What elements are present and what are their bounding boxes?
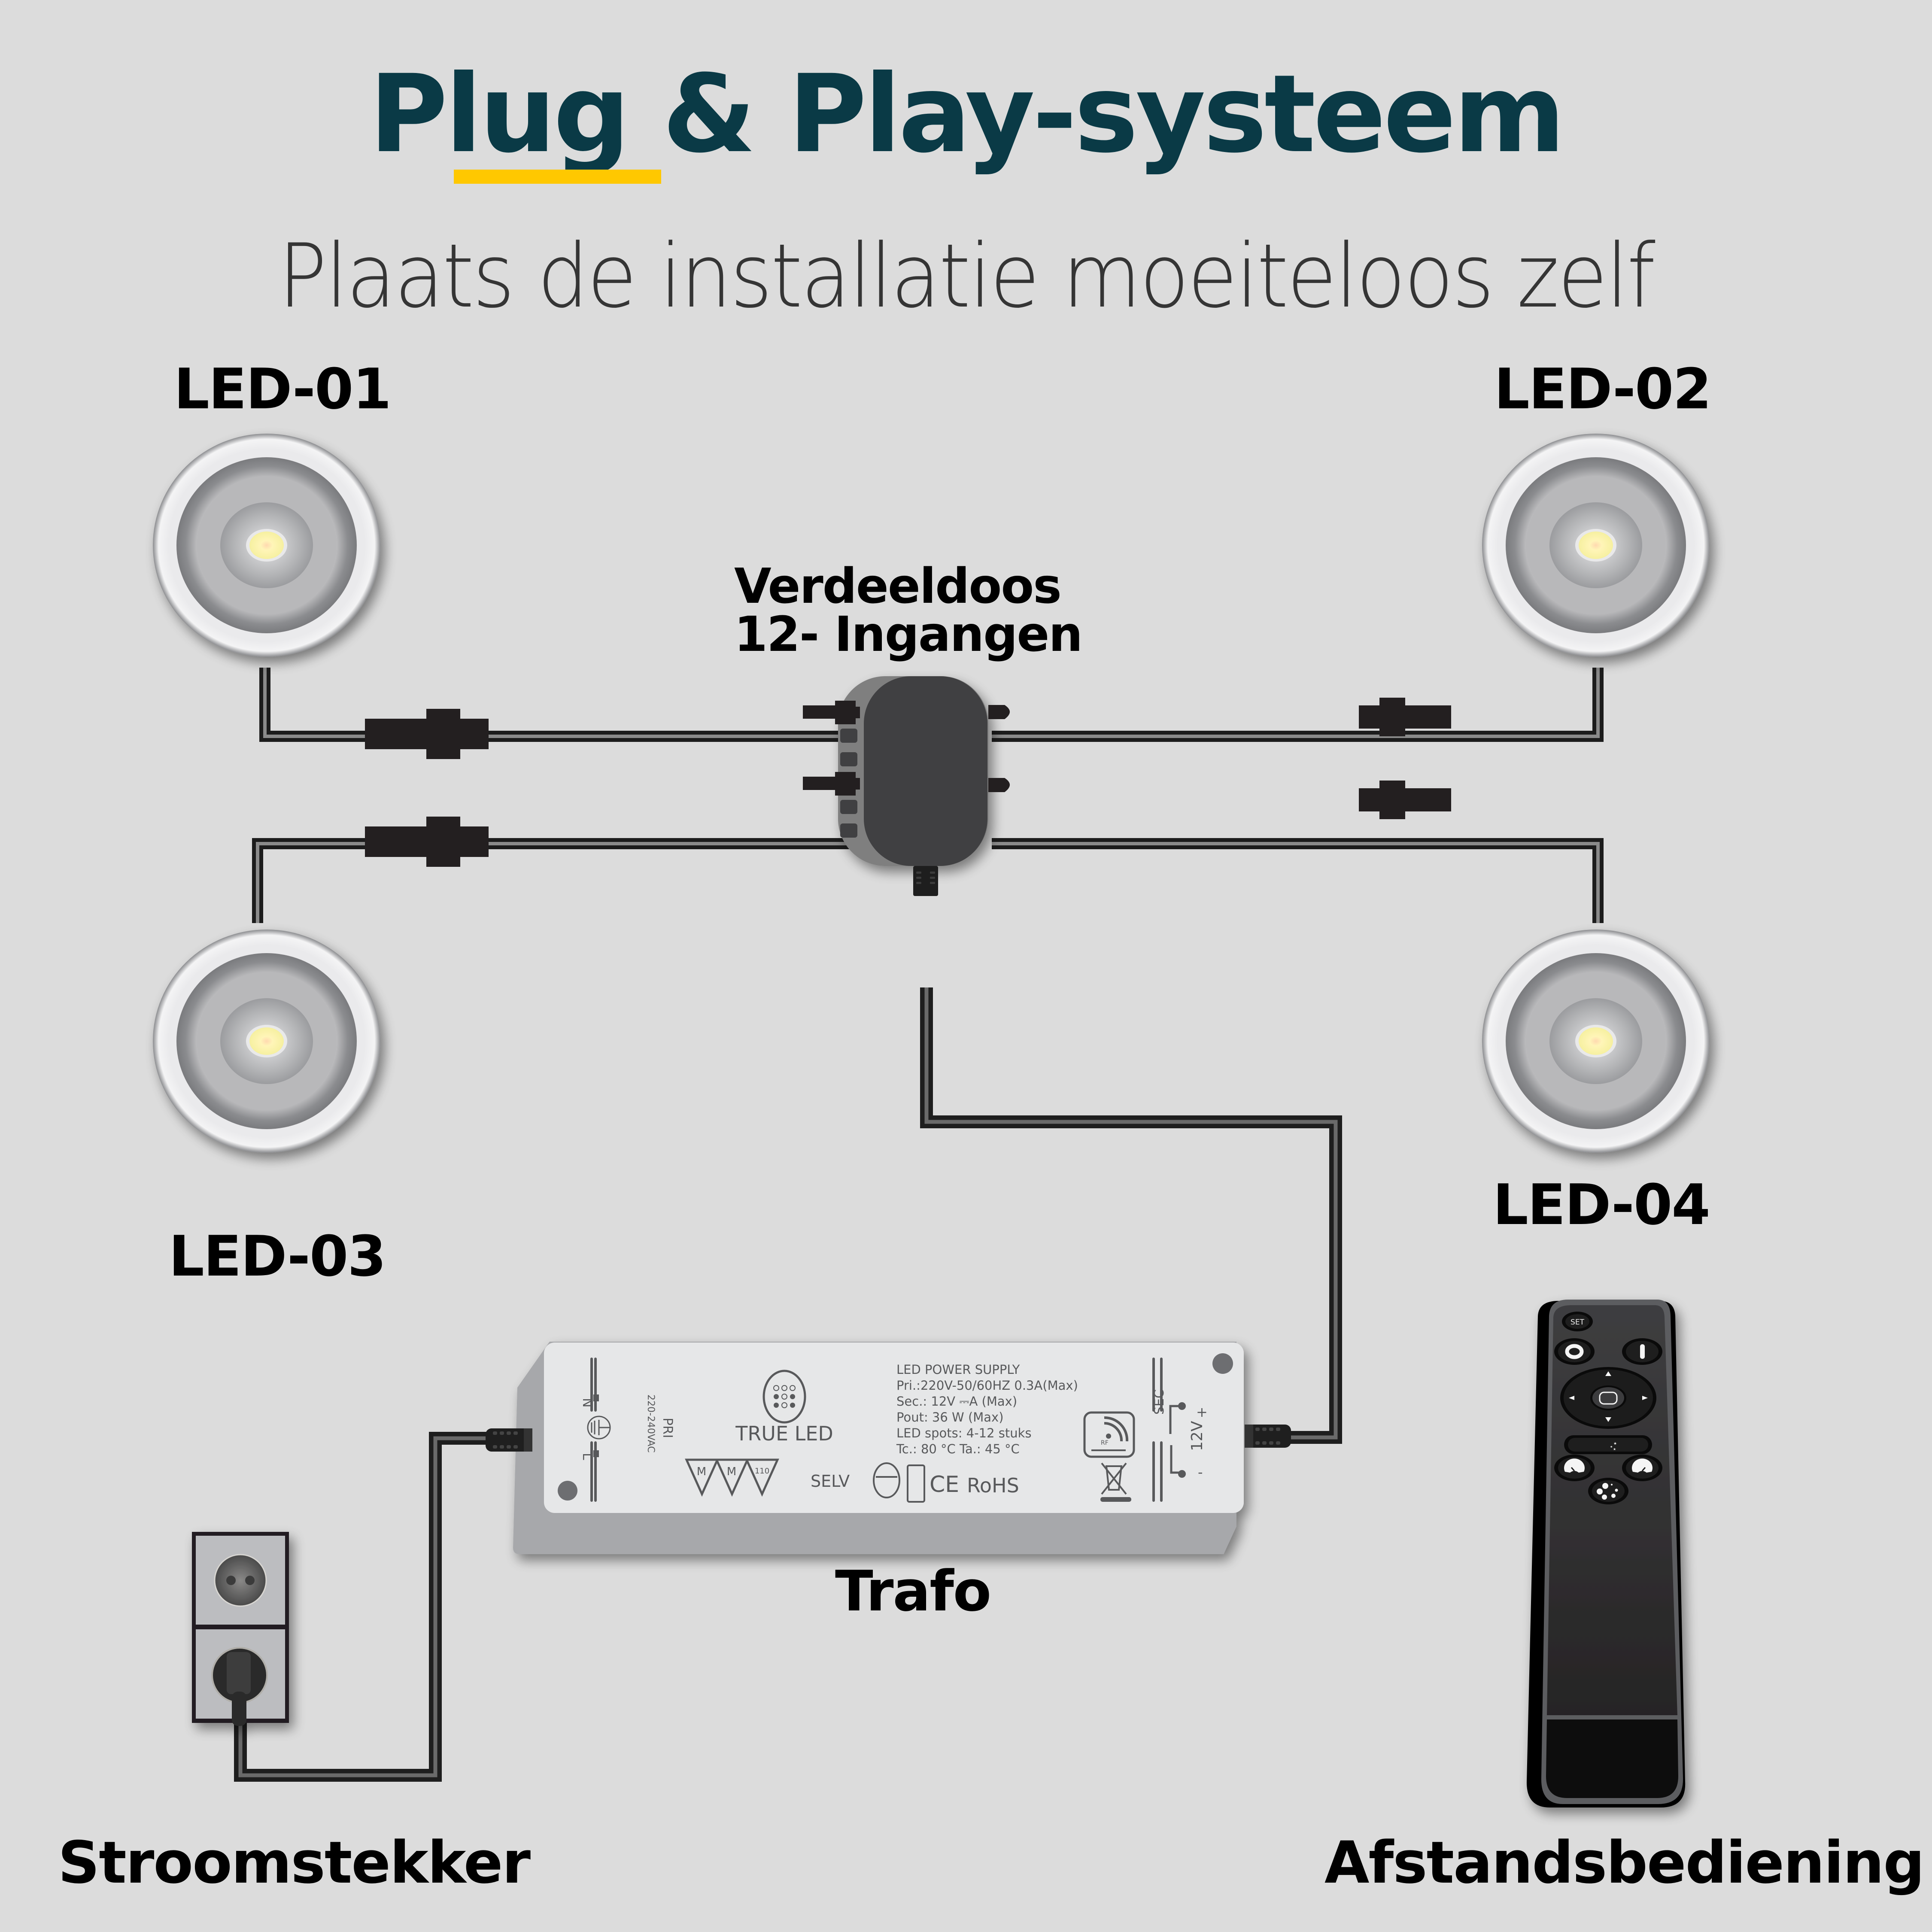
inline-connectors — [365, 698, 1451, 867]
led-spot-04 — [1482, 930, 1710, 1153]
certification-marks — [685, 1458, 779, 1497]
speedometer-icon — [1632, 1458, 1653, 1473]
led-spot-02 — [1482, 434, 1710, 657]
svg-text:★: ★ — [1610, 1445, 1613, 1449]
brand-name: TRUE LED — [735, 1422, 833, 1445]
power-plug — [227, 1652, 251, 1694]
rf-label: RF — [1101, 1440, 1109, 1446]
safety-icon-2 — [907, 1464, 925, 1503]
spec-line: Sec.: 12V ⎓A (Max) — [896, 1394, 1017, 1409]
cable-led-03 — [252, 838, 854, 923]
socket-outlet-top — [214, 1554, 267, 1607]
svg-text:★: ★ — [1613, 1441, 1617, 1446]
label-led-03: LED-03 — [169, 1224, 386, 1289]
transformer-label: N L PRI 220-240VAC TRUE LED LED POWER SU… — [558, 1353, 1233, 1503]
connector-led-01 — [365, 709, 489, 759]
selv-mark: SELV — [811, 1472, 850, 1491]
remote-scene-button[interactable] — [1588, 1478, 1628, 1504]
title-underline — [454, 170, 661, 184]
svg-text:★: ★ — [1613, 1447, 1616, 1451]
box-output-strain-relief — [913, 866, 938, 896]
sec-minus: - — [1198, 1464, 1203, 1480]
label-transformer: Trafo — [835, 1558, 991, 1624]
remote-dpad[interactable] — [1560, 1367, 1656, 1429]
pri-label: PRI — [660, 1418, 675, 1438]
transformer-input-plug — [486, 1428, 532, 1452]
sec-label: SEC — [1152, 1389, 1167, 1415]
cable-box-to-transformer — [920, 987, 1342, 1444]
box-front — [864, 676, 987, 866]
spec-line: LED POWER SUPPLY — [896, 1362, 1020, 1377]
weee-icon — [1101, 1462, 1127, 1495]
cert-110: 110 — [755, 1467, 769, 1476]
ports-empty — [840, 729, 857, 838]
label-distribution-box: Verdeeldoos 12- Ingangen — [734, 559, 1083, 662]
sec-voltage: 12V — [1188, 1421, 1206, 1451]
remote-speed-down-button[interactable] — [1554, 1455, 1595, 1481]
label-distribution-box-line2: 12- Ingangen — [734, 607, 1083, 662]
arrow-right-icon — [1642, 1396, 1648, 1400]
pri-voltage: 220-240VAC — [645, 1394, 656, 1453]
transformer-label-plate — [544, 1343, 1244, 1513]
connector-led-02 — [1359, 698, 1451, 736]
dots-icon — [1597, 1483, 1618, 1500]
transformer — [513, 1342, 1244, 1554]
spec-line: Tc.: 80 °C Ta.: 45 °C — [896, 1442, 1020, 1456]
transformer-output-plug — [1245, 1425, 1291, 1448]
spec-line: Pri.:220V-50/60HZ 0.3A(Max) — [896, 1378, 1078, 1393]
label-led-04: LED-04 — [1493, 1172, 1710, 1237]
svg-text:SET: SET — [1571, 1318, 1585, 1327]
remote-set-button[interactable]: SET — [1562, 1312, 1593, 1331]
connector-led-04 — [1359, 781, 1451, 819]
mount-hole-left — [558, 1481, 577, 1501]
speedometer-icon — [1564, 1458, 1585, 1473]
page-title: Plug & Play-systeem — [369, 52, 1565, 176]
wall-socket — [192, 1532, 289, 1726]
rohs-mark: RoHS — [967, 1474, 1019, 1497]
led-spot-03 — [153, 930, 380, 1153]
cert-m1: M — [697, 1465, 706, 1478]
arrow-up-icon — [1605, 1371, 1611, 1376]
mount-hole-right — [1212, 1353, 1233, 1374]
power-on-icon — [1640, 1344, 1645, 1359]
arrow-down-icon — [1605, 1417, 1611, 1422]
cable-led-02 — [992, 668, 1604, 742]
cable-led-04 — [992, 838, 1604, 923]
cable-led-01 — [259, 668, 854, 742]
cert-m2: M — [727, 1465, 736, 1478]
distribution-box — [838, 676, 988, 866]
remote-bottom-panel — [1546, 1719, 1679, 1798]
spec-line: LED spots: 4-12 stuks — [896, 1426, 1032, 1440]
ce-mark: CE — [930, 1472, 959, 1498]
led-spot-01 — [153, 434, 380, 657]
ports-occupied — [803, 701, 1010, 796]
label-remote: Afstandsbediening — [1324, 1829, 1925, 1896]
label-led-02: LED-02 — [1494, 356, 1712, 422]
label-distribution-box-line1: Verdeeldoos — [734, 559, 1062, 614]
sec-plus: + — [1196, 1404, 1208, 1420]
true-led-logo — [762, 1370, 806, 1424]
power-off-icon — [1565, 1344, 1584, 1359]
label-wall-socket: Stroomstekker — [58, 1829, 531, 1896]
remote-off-button[interactable] — [1554, 1338, 1595, 1365]
safety-icon-1 — [873, 1462, 900, 1498]
remote-speed-up-button[interactable] — [1622, 1455, 1662, 1481]
remote-on-button[interactable] — [1622, 1338, 1662, 1365]
arrow-left-icon — [1569, 1396, 1574, 1400]
page-subtitle: Plaats de installatie moeiteloos zelf — [278, 225, 1656, 328]
remote-night-button[interactable]: ★★★ — [1564, 1435, 1652, 1454]
rf-icon — [1083, 1411, 1135, 1458]
label-led-01: LED-01 — [174, 356, 392, 422]
spec-line: Pout: 36 W (Max) — [896, 1410, 1004, 1425]
connector-led-03 — [365, 817, 489, 867]
distribution-box-ports — [803, 701, 1010, 896]
led-cables — [252, 668, 1604, 923]
